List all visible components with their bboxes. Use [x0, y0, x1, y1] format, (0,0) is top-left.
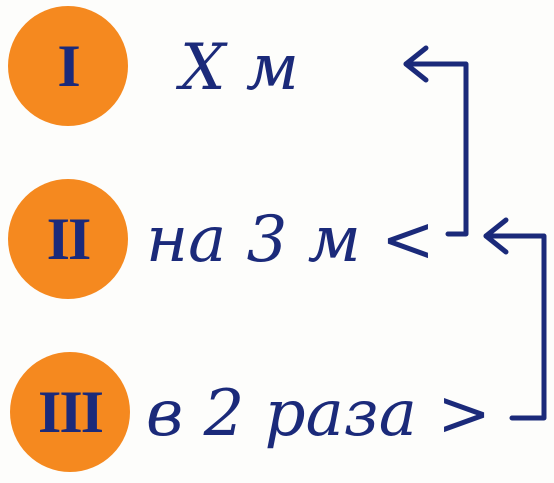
arrow-head-left-icon	[483, 217, 509, 255]
row-label-1: X м	[180, 31, 299, 105]
arrow-head-left-icon	[403, 45, 429, 83]
connector-3-to-2	[483, 217, 547, 421]
row-marker-3: III	[10, 352, 130, 472]
row-label-2: на 3 м <	[146, 203, 435, 277]
row-marker-1: I	[8, 6, 128, 126]
row-marker-2: II	[8, 179, 128, 299]
row-label-3: в 2 раза >	[146, 377, 491, 451]
bracket-line-icon	[483, 233, 547, 421]
